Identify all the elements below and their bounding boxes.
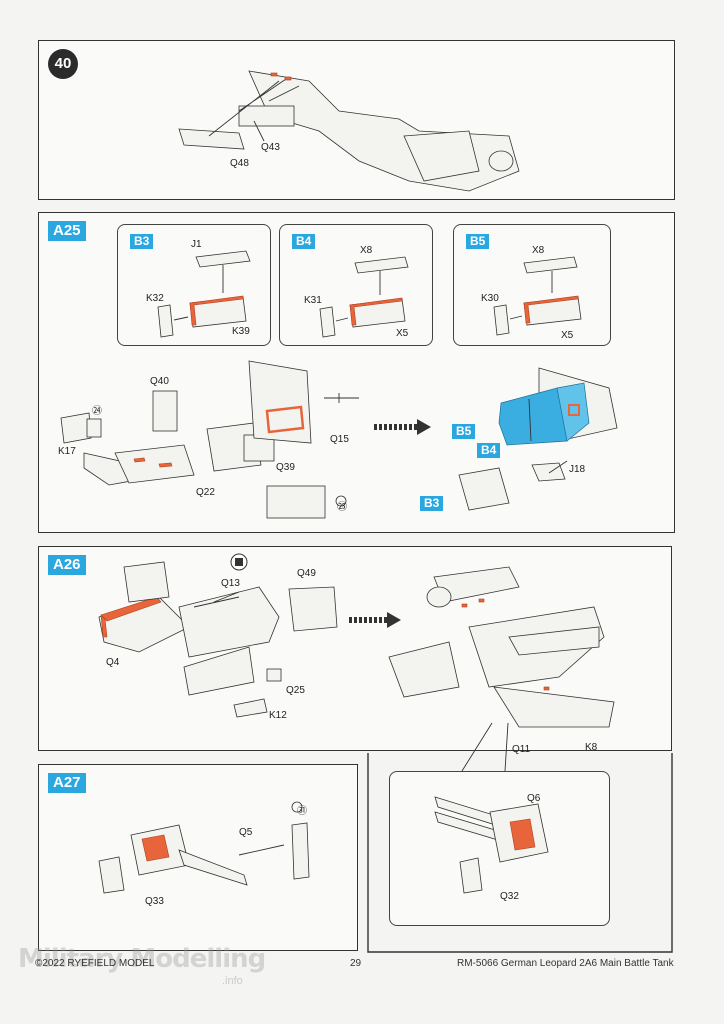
b4-label-bottom: X5 [396,328,409,339]
step-number-badge: 40 [48,49,78,79]
watermark-suffix: .info [222,975,243,987]
b3-label-top: J1 [191,239,202,250]
step-badge-a27: A27 [48,773,86,793]
step-40-panel: 40 Q43 Q48 [38,40,675,200]
step-badge-a25: A25 [48,221,86,241]
step-40-drawing [178,70,520,192]
step-badge-a26: A26 [48,555,86,575]
part-label-q48: Q48 [230,158,249,169]
part-label-q22: Q22 [196,487,215,498]
part-label-q15: Q15 [330,434,349,445]
footer-page-number: 29 [350,958,362,969]
b3-drawing [157,250,251,338]
part-label-k12: K12 [269,710,287,721]
step-a26-panel: A26 Q13 Q49 Q4 Q25 K12 Q11 K8 [38,546,672,755]
part-label-q40: Q40 [150,376,169,387]
subassembly-b3: B3 J1 K32 K39 [117,224,271,346]
part-label-q13: Q13 [221,578,240,589]
b4-label-top: X8 [360,245,373,256]
callout-badge-b5: B5 [452,424,476,439]
a26-drawing [98,553,615,728]
step-a27-panel: A27 ㉛ Q5 Q33 [38,764,358,951]
part-label-q33: Q33 [145,896,164,907]
footer-product-title: RM-5066 German Leopard 2A6 Main Battle T… [457,958,674,969]
b4-label-left: K31 [304,295,322,306]
a27-drawing [98,801,310,894]
callout-badge-b3: B3 [420,496,444,511]
detail-callout: Q6 Q32 [389,771,610,926]
step-a25-panel: A25 B3 J1 K32 K39 B4 X8 K31 X5 B5 [38,212,675,533]
part-label-q6: Q6 [527,793,541,804]
watermark-logo: Military Modelling [18,944,266,974]
a25-assembly-drawing [60,360,618,519]
part-label-q49: Q49 [297,568,316,579]
b4-drawing [319,256,409,338]
ref-label-24: ㉔ [92,406,102,417]
part-label-q4: Q4 [106,657,120,668]
b5-label-top: X8 [532,245,545,256]
subassembly-b4: B4 X8 K31 X5 [279,224,433,346]
ref-label-25: ㉕ [337,502,347,513]
subassembly-b5: B5 X8 K30 X5 [453,224,611,346]
subassembly-badge-b4: B4 [292,234,316,249]
part-label-k17: K17 [58,446,76,457]
part-label-k8: K8 [585,742,598,753]
b3-label-bottom: K39 [232,326,250,337]
callout-badge-b4: B4 [477,443,501,458]
part-label-q43: Q43 [261,142,280,153]
ref-label-51: ㉛ [297,806,307,817]
b3-label-left: K32 [146,293,164,304]
part-label-q25: Q25 [286,685,305,696]
b5-label-bottom: X5 [561,330,574,341]
b5-drawing [493,256,582,336]
part-label-q11: Q11 [512,744,531,755]
part-label-q5: Q5 [239,827,253,838]
part-label-q39: Q39 [276,462,295,473]
subassembly-badge-b5: B5 [466,234,490,249]
detail-drawing [434,796,549,894]
subassembly-badge-b3: B3 [130,234,154,249]
part-label-q32: Q32 [500,891,519,902]
part-label-j18: J18 [569,464,586,475]
footer-copyright: ©2022 RYEFIELD MODEL [35,958,155,969]
b5-label-left: K30 [481,293,499,304]
